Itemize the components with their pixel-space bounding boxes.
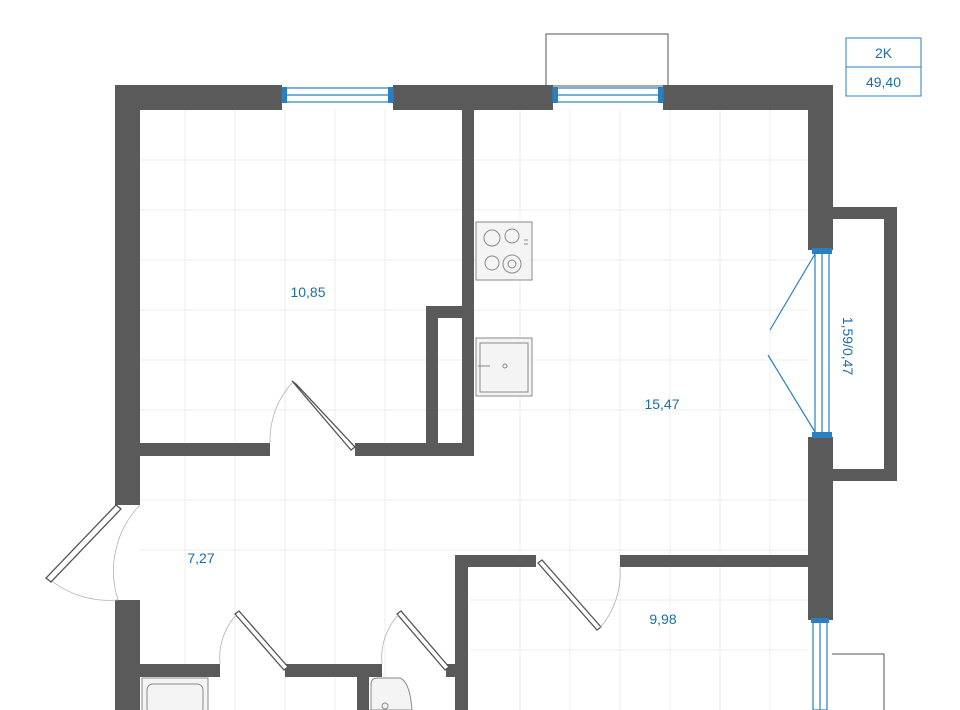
balcony-outline bbox=[545, 33, 669, 87]
entrance-door-leaf bbox=[45, 504, 122, 583]
balcony-outline-bottom bbox=[832, 653, 885, 710]
walls bbox=[115, 85, 897, 710]
stove-icon bbox=[475, 221, 533, 281]
bathtub-icon bbox=[141, 677, 209, 710]
apartment-type-label: 2K bbox=[875, 45, 893, 61]
entrance-door-arc bbox=[113, 504, 141, 601]
sink-icon bbox=[475, 337, 533, 397]
room-label-hall: 7,27 bbox=[187, 550, 214, 566]
apartment-info-box: 2K 49,40 bbox=[845, 37, 922, 97]
apartment-total-area: 49,40 bbox=[866, 74, 901, 90]
room-label-kitchen-living: 15,47 bbox=[644, 396, 679, 412]
washbasin-icon bbox=[370, 677, 413, 710]
wc-door-leaf bbox=[396, 610, 450, 671]
bathroom-door-leaf bbox=[234, 610, 289, 671]
doors bbox=[45, 380, 621, 671]
room-label-loggia: 1,59/0,47 bbox=[840, 317, 856, 376]
room-label-room: 9,98 bbox=[649, 611, 676, 627]
windows bbox=[281, 87, 832, 710]
bathroom-fixtures bbox=[141, 677, 413, 710]
bedroom-door-leaf bbox=[291, 380, 356, 451]
kitchen-fixtures bbox=[475, 221, 533, 397]
room-label-bedroom: 10,85 bbox=[290, 284, 325, 300]
